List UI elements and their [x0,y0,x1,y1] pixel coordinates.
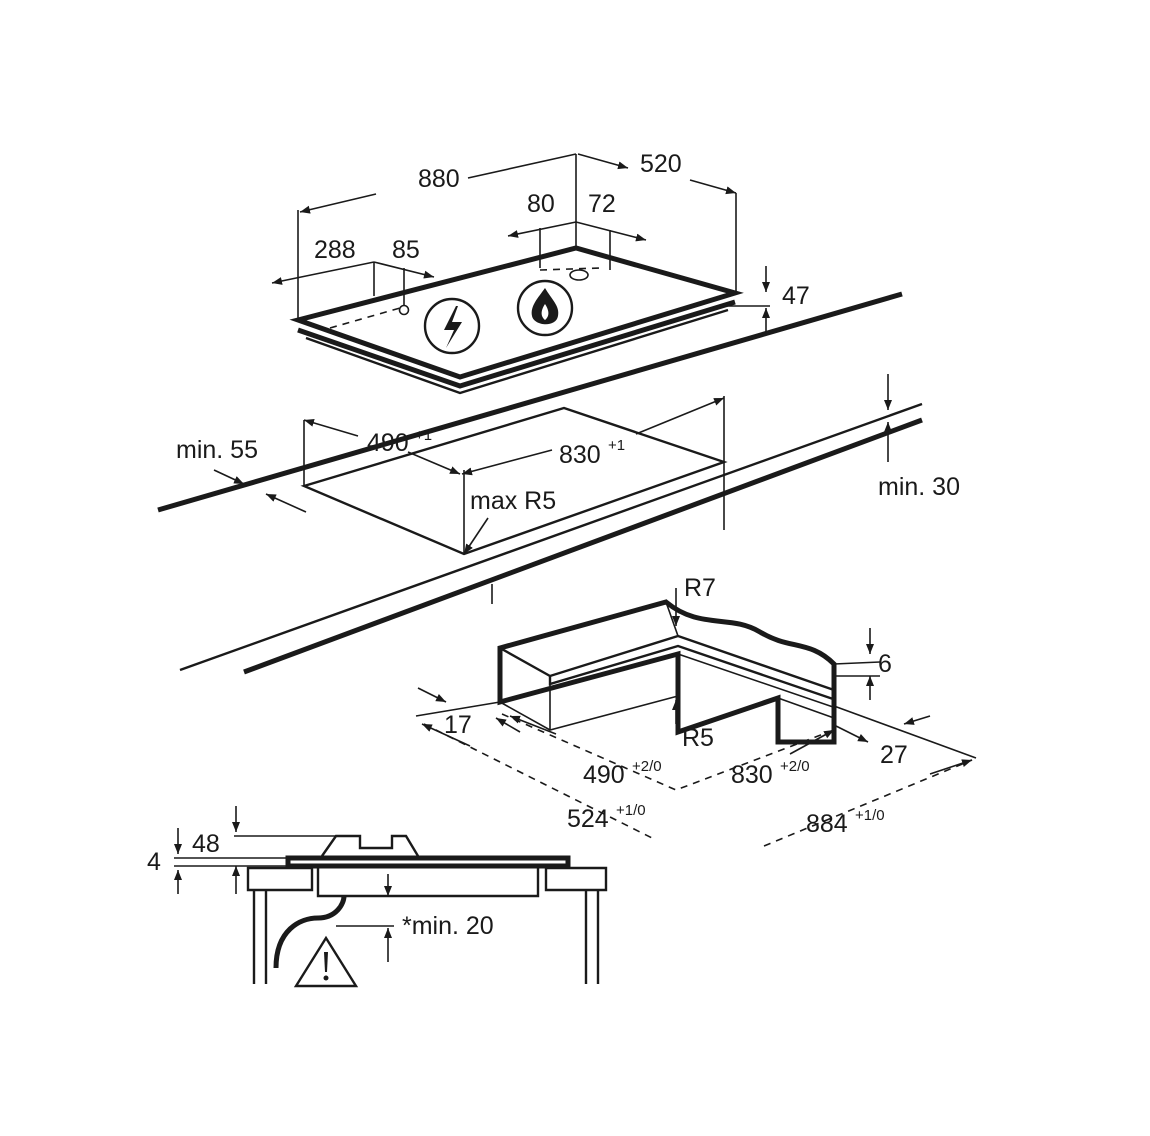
section-drawing [174,806,608,988]
electric-icon [423,297,481,355]
frame-detail-drawing [415,588,977,847]
dim-max-radius: max R5 [470,487,556,515]
dim-gas-conn-y: 72 [588,190,616,218]
dim-section-lip: 4 [147,848,161,876]
cutout-inner-wall [303,420,305,486]
dim-section-min-below: *min. 20 [402,912,494,940]
dim-hob-width: 880 [418,165,460,193]
worktop-front-bottom [243,417,923,675]
dim-hob-depth: 520 [640,150,682,178]
dim-frame-left: 17 [444,711,472,739]
gas-flame-icon [516,279,574,337]
dim-frame-right: 27 [880,741,908,769]
dim-frame-r5: R5 [682,724,714,752]
electric-connection-point [398,304,410,316]
hob-underside [305,308,729,395]
dim-cutout-depth: 490 [367,429,409,457]
dim-min-thickness: min. 30 [878,473,960,501]
dim-min-front: min. 55 [176,436,258,464]
dim-el-conn-y: 85 [392,236,420,264]
dim-frame-inner-depth: 490 [583,761,625,789]
dim-section-top-height: 48 [192,830,220,858]
hob-drawing [271,153,770,395]
dim-frame-inner-depth-tol: +2/0 [632,758,662,775]
dim-cutout-width: 830 [559,441,601,469]
section-hob-glass [285,855,571,869]
dim-frame-outer-width: 884 [806,810,848,838]
worktop-back-edge [157,291,903,513]
gas-connection-line [539,267,601,271]
dim-hob-height: 47 [782,282,810,310]
dim-el-conn-x: 288 [314,236,356,264]
frame-outer-outline [497,599,837,745]
dim-frame-r7: R7 [684,574,716,602]
dim-frame-outer-depth: 524 [567,805,609,833]
hob-glass-top [289,245,744,380]
dim-frame-inner-width: 830 [731,761,773,789]
dim-cutout-width-tol: +1 [608,437,625,454]
worktop-drawing [157,291,923,675]
dim-frame-inner-width-tol: +2/0 [780,758,810,775]
hob-front-edge [297,299,736,389]
gas-connection-point [569,269,589,281]
dim-gas-conn-x: 80 [527,190,555,218]
warning-icon [293,935,359,988]
dim-frame-outer-depth-tol: +1/0 [616,802,646,819]
worktop-front-top [179,402,923,672]
dim-cutout-depth-tol: +1 [415,427,432,444]
dim-frame-step: 6 [878,650,892,678]
dim-frame-outer-width-tol: +1/0 [855,807,885,824]
